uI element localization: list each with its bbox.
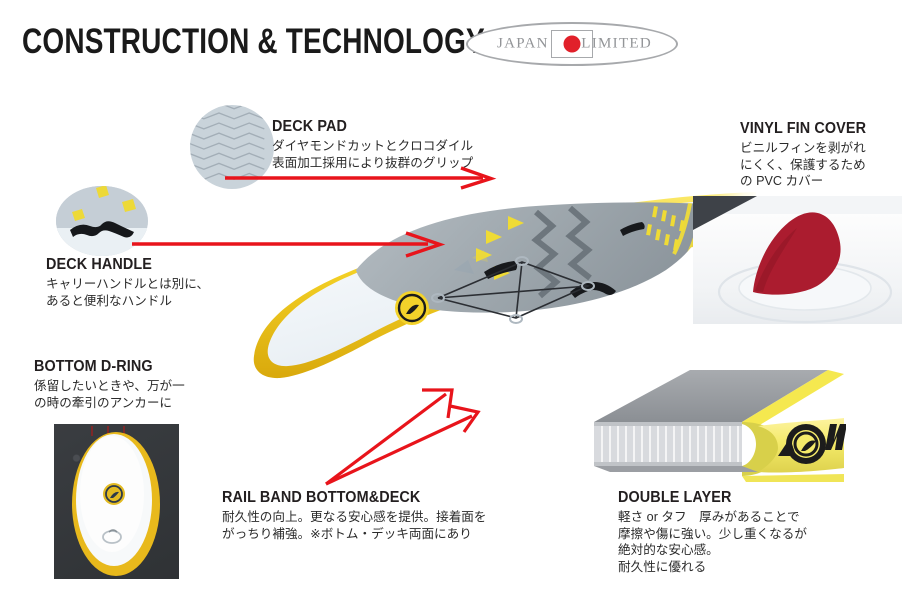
- badge-right-label: LIMITED: [581, 35, 652, 52]
- rail-band-title: RAIL BAND BOTTOM&DECK: [222, 489, 421, 506]
- badge-left-label: JAPAN: [497, 35, 549, 52]
- deck-pad-photo: [190, 105, 274, 189]
- vinyl-fin-body: ビニルフィンを剥がれ にくく、保護するため の PVC カバー: [740, 141, 866, 189]
- japan-flag-icon: [551, 30, 593, 58]
- callout-deck-pad: DECK PAD ダイヤモンドカットとクロコダイル 表面加工採用により抜群のグリ…: [272, 118, 473, 171]
- flag-red-circle: [563, 35, 581, 53]
- board-nose-branding: [454, 250, 488, 274]
- callout-rail-band: RAIL BAND BOTTOM&DECK 耐久性の向上。更なる安心感を提供。接…: [222, 489, 486, 542]
- bottom-d-ring-body: 係留したいときや、万が一 の時の牽引のアンカーに: [34, 379, 185, 410]
- deck-pad-body: ダイヤモンドカットとクロコダイル 表面加工採用により抜群のグリップ: [272, 139, 474, 170]
- page-title: CONSTRUCTION & TECHNOLOGY: [22, 22, 485, 61]
- double-layer-title: DOUBLE LAYER: [618, 489, 732, 506]
- deck-pad-title: DECK PAD: [272, 118, 347, 135]
- vinyl-fin-cover-photo: [693, 196, 902, 324]
- callout-double-layer: DOUBLE LAYER 軽さ or タフ 厚みがあることで 摩擦や傷に強い。少…: [618, 489, 807, 576]
- deck-handle-title: DECK HANDLE: [46, 256, 152, 273]
- deck-handle-tail: [620, 222, 645, 236]
- sup-board-illustration: [236, 120, 760, 410]
- japan-limited-badge: JAPAN LIMITED: [466, 22, 678, 66]
- callout-deck-handle: DECK HANDLE キャリーハンドルとは別に、 あると便利なハンドル: [46, 256, 209, 309]
- rail-band-body: 耐久性の向上。更なる安心感を提供。接着面を がっちり補強。※ボトム・デッキ両面に…: [222, 510, 487, 541]
- callout-vinyl-fin-cover: VINYL FIN COVER ビニルフィンを剥がれ にくく、保護するため の …: [740, 120, 900, 190]
- callout-bottom-d-ring: BOTTOM D-RING 係留したいときや、万が一 の時の牽引のアンカーに: [34, 358, 185, 411]
- d-ring-group: [431, 256, 595, 324]
- vinyl-fin-title: VINYL FIN COVER: [740, 120, 867, 137]
- bungee-cargo-net: [437, 261, 591, 319]
- double-layer-cutaway: [592, 364, 846, 486]
- deck-handle-body: キャリーハンドルとは別に、 あると便利なハンドル: [46, 277, 210, 308]
- bottom-d-ring-title: BOTTOM D-RING: [34, 358, 153, 375]
- board-logo-badge: [395, 291, 429, 325]
- double-layer-body: 軽さ or タフ 厚みがあることで 摩擦や傷に強い。少し重くなるが 絶対的な安心…: [618, 510, 807, 575]
- deck-pad-area: [356, 202, 707, 313]
- bottom-d-ring-photo: [54, 424, 179, 579]
- badge-ellipse: [466, 22, 678, 66]
- deck-handle-photo: [56, 186, 148, 256]
